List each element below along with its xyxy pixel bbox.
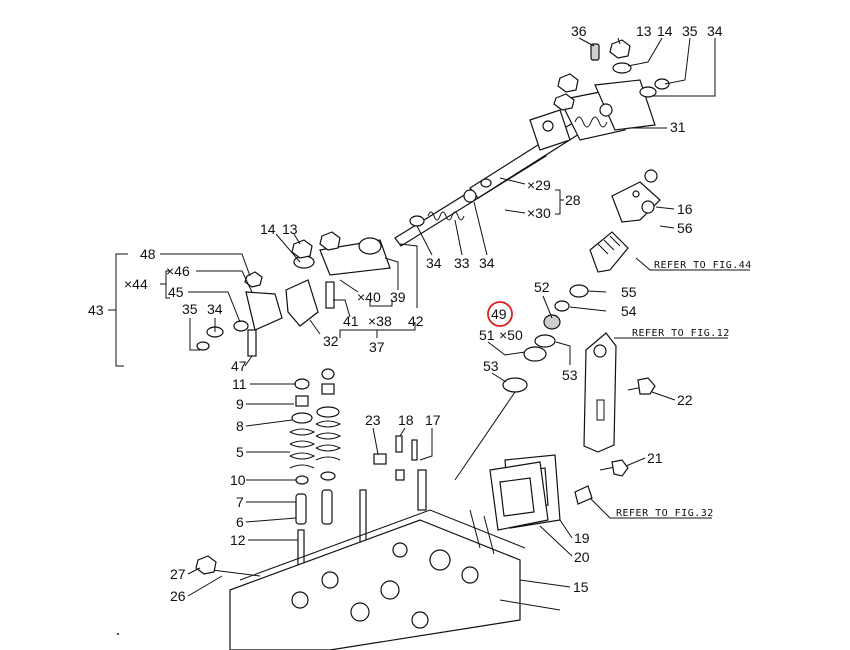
highlight-circle-49: [487, 301, 513, 327]
part-label-50: ×50: [499, 327, 523, 343]
part-label-48: 48: [140, 246, 156, 262]
part-label-16: 16: [677, 201, 693, 217]
part-label-26: 26: [170, 588, 186, 604]
part-label-40: ×40: [357, 289, 381, 305]
part-label-22: 22: [677, 392, 693, 408]
rocker-shaft-assembly: [394, 39, 670, 247]
part-label-54: 54: [621, 303, 637, 319]
part-label-35: 35: [682, 23, 698, 39]
part-label-19: 19: [574, 530, 590, 546]
part-label-33: 33: [454, 255, 470, 271]
part-label-49: 49: [491, 306, 507, 322]
part-label-9: 9: [236, 396, 244, 412]
part-label-14: 14: [657, 23, 673, 39]
part-label-38: ×38: [368, 313, 392, 329]
part-label-51: 51: [479, 327, 495, 343]
part-label-34b: 34: [426, 255, 442, 271]
part-label-7: 7: [236, 494, 244, 510]
part-label-36: 36: [571, 23, 587, 39]
left-rocker-arm-group: [196, 231, 391, 357]
throttle-lever: [574, 332, 656, 505]
part-label-47: 47: [231, 358, 247, 374]
figure-references: REFER TO FIG.44 REFER TO FIG.12 REFER TO…: [616, 260, 752, 519]
part-label-11: 11: [232, 376, 247, 392]
part-label-46: ×46: [166, 263, 190, 279]
manifold-gasket: [489, 454, 561, 531]
part-label-6: 6: [236, 514, 244, 530]
part-label-42: 42: [408, 313, 424, 329]
part-label-14b: 14: [260, 221, 276, 237]
part-label-13b: 13: [282, 221, 298, 237]
refer-fig44: REFER TO FIG.44: [654, 260, 752, 271]
cylinder-head-block: [195, 509, 561, 650]
leader-lines: [108, 37, 750, 597]
part-label-44: ×44: [124, 276, 148, 292]
part-label-53b: 53: [562, 367, 578, 383]
part-label-45: 45: [168, 284, 184, 300]
refer-fig12: REFER TO FIG.12: [632, 328, 730, 339]
part-label-37: 37: [369, 339, 385, 355]
part-label-27: 27: [170, 566, 186, 582]
part-label-12: 12: [230, 532, 246, 548]
part-label-32: 32: [323, 333, 339, 349]
part-labels: 36 13 14 35 34 31 ×29 28 ×30 16 56 14 13…: [88, 23, 723, 604]
part-label-34c: 34: [479, 255, 495, 271]
part-label-28: 28: [565, 192, 581, 208]
part-label-53a: 53: [483, 358, 499, 374]
part-label-23: 23: [365, 412, 381, 428]
part-label-56: 56: [677, 220, 693, 236]
part-label-43: 43: [88, 302, 104, 318]
part-label-52: 52: [534, 279, 550, 295]
injector-area: [502, 169, 661, 393]
part-label-18: 18: [398, 412, 414, 428]
part-label-10: 10: [230, 472, 246, 488]
part-label-30: ×30: [527, 205, 551, 221]
part-label-21: 21: [647, 450, 663, 466]
part-label-17: 17: [425, 412, 441, 428]
part-label-41: 41: [343, 313, 359, 329]
part-label-34: 34: [707, 23, 723, 39]
part-label-39: 39: [390, 289, 406, 305]
part-label-20: 20: [574, 549, 590, 565]
part-label-35b: 35: [182, 301, 198, 317]
part-label-29: ×29: [527, 177, 551, 193]
part-label-8: 8: [236, 418, 244, 434]
part-label-34d: 34: [207, 301, 223, 317]
part-label-31: 31: [670, 119, 686, 135]
part-label-15: 15: [573, 579, 589, 595]
part-label-55: 55: [621, 284, 637, 300]
part-label-5: 5: [236, 444, 244, 460]
part-label-13: 13: [636, 23, 652, 39]
refer-fig32: REFER TO FIG.32: [616, 508, 714, 519]
